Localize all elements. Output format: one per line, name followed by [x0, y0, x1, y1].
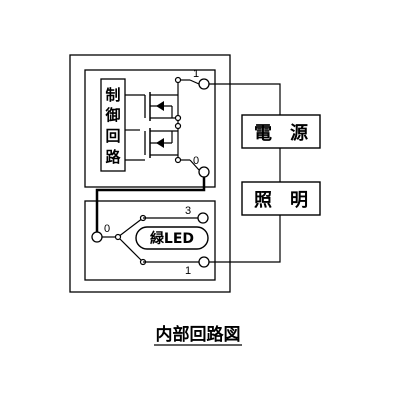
terminal-lower-3 [197, 212, 209, 224]
jumper-wire [95, 177, 206, 232]
upper-term-lead-0 [189, 159, 200, 171]
junction-dot [174, 122, 182, 130]
terminal-upper-1 [198, 78, 210, 90]
terminal-lower-0 [91, 231, 103, 243]
mosfet-2 [144, 128, 178, 158]
junction-dot [114, 233, 122, 241]
outer-frame [69, 54, 231, 293]
lighting-box [241, 181, 321, 216]
control-char-2: 御 [104, 106, 120, 124]
terminal-upper-0 [198, 166, 210, 178]
junction-dot [174, 156, 182, 164]
diagram-caption: 内部回路図 [156, 324, 241, 345]
upper-term-lead-1 [189, 79, 200, 85]
lighting-label: 照 明 [254, 190, 308, 211]
switch-arm-down [117, 236, 144, 263]
wire-to-power [209, 83, 281, 115]
control-circuit-box [100, 78, 126, 172]
mosfet-1 [144, 92, 178, 121]
terminal-label-lower-0: 0 [104, 223, 110, 235]
control-char-3: 回 [105, 127, 120, 145]
led-module-box [84, 200, 216, 281]
switch-arm-up [117, 217, 144, 238]
green-led [135, 226, 209, 250]
led-label: 緑LED [150, 230, 194, 247]
terminal-label-upper-0: 0 [193, 155, 199, 167]
junction-dot [174, 114, 182, 122]
control-module-box [84, 69, 216, 188]
control-char-4: 路 [105, 148, 121, 166]
power-label: 電 源 [254, 122, 308, 144]
terminal-label-lower-1: 1 [185, 265, 191, 277]
junction-dot [174, 76, 182, 84]
control-char-1: 制 [105, 86, 120, 104]
terminal-lower-1 [198, 256, 210, 268]
terminal-label-lower-3: 3 [185, 205, 191, 217]
wire-lighting-return [209, 215, 281, 263]
terminal-label-upper-1: 1 [193, 68, 199, 80]
power-box [241, 114, 321, 149]
